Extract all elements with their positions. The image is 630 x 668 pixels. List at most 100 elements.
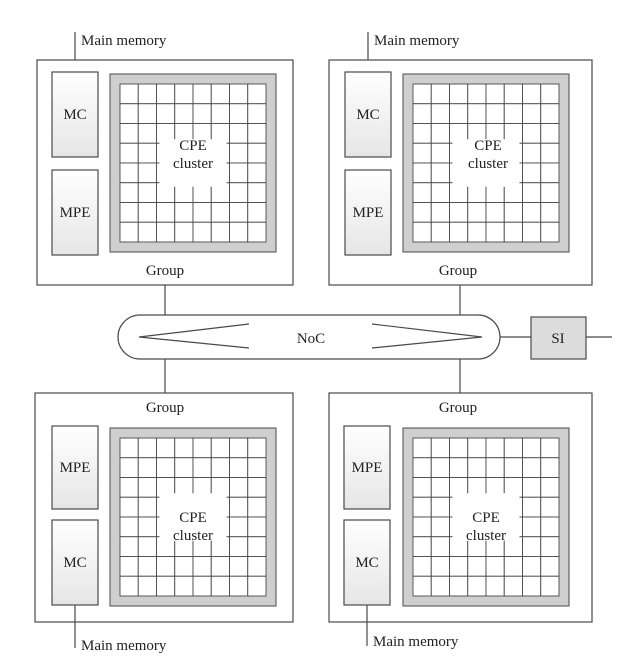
cpe-cell	[174, 457, 194, 478]
cpe-cell	[229, 221, 249, 243]
cpe-label-br-2: cluster	[466, 528, 506, 544]
cpe-cell	[540, 123, 560, 144]
cpe-cell	[467, 437, 487, 459]
cpe-cell	[430, 536, 450, 557]
cpe-cell	[247, 536, 267, 557]
cpe-cell	[412, 221, 432, 243]
cpe-cell	[229, 202, 249, 223]
cpe-cell	[540, 496, 560, 518]
cpe-cell	[119, 202, 139, 223]
cpe-cell	[522, 556, 542, 577]
cpe-cell	[412, 516, 432, 538]
cpe-cell	[247, 575, 267, 597]
cpe-label-bl-2: cluster	[173, 528, 213, 544]
noc-label: NoC	[297, 331, 325, 347]
cpe-cell	[229, 575, 249, 597]
cpe-cell	[430, 123, 450, 144]
cpe-cell	[137, 516, 157, 538]
cpe-cell	[210, 83, 230, 105]
cpe-cell	[467, 457, 487, 478]
cpe-cell	[467, 103, 487, 124]
cpe-cell	[156, 103, 176, 124]
cpe-cell	[430, 556, 450, 577]
cpe-cell	[137, 477, 157, 498]
cpe-cell	[522, 83, 542, 105]
cpe-cell	[119, 477, 139, 498]
cpe-cell	[229, 496, 249, 518]
cpe-cell	[247, 437, 267, 459]
noc: NoC SI	[117, 285, 612, 393]
cpe-cell	[156, 202, 176, 223]
cpe-cell	[229, 536, 249, 557]
cpe-cell	[192, 221, 212, 243]
cpe-cell	[485, 103, 505, 124]
cpe-cell	[229, 437, 249, 459]
cpe-cell	[522, 182, 542, 203]
mc-block-bl	[51, 519, 99, 606]
group-label-br: Group	[439, 400, 477, 416]
cpe-cell	[467, 221, 487, 243]
cpe-cell	[192, 202, 212, 223]
cpe-cell	[522, 575, 542, 597]
cpe-cell	[412, 575, 432, 597]
cpe-cell	[540, 536, 560, 557]
cpe-cell	[174, 103, 194, 124]
cpe-cell	[522, 437, 542, 459]
cpe-cell	[156, 437, 176, 459]
cpe-cell	[229, 162, 249, 184]
cpe-cell	[119, 457, 139, 478]
cpe-cell	[210, 103, 230, 124]
cpe-cell	[119, 162, 139, 184]
mc-block-br	[343, 519, 391, 606]
cpe-cell	[449, 103, 469, 124]
cpe-cell	[430, 457, 450, 478]
cpe-cell	[522, 496, 542, 518]
cpe-cell	[119, 103, 139, 124]
cpe-cell	[229, 142, 249, 164]
cpe-cell	[449, 457, 469, 478]
cpe-cell	[137, 575, 157, 597]
cpe-cell	[485, 221, 505, 243]
cpe-cell	[503, 103, 523, 124]
cpe-cell	[522, 162, 542, 184]
mpe-block-bl	[51, 425, 99, 510]
cpe-cell	[485, 556, 505, 577]
cpe-cell	[430, 83, 450, 105]
cpe-cell	[247, 202, 267, 223]
cpe-cell	[503, 83, 523, 105]
cpe-cell	[247, 496, 267, 518]
cpe-cell	[119, 182, 139, 203]
mc-label-bl: MC	[63, 555, 86, 571]
cpe-cell	[522, 142, 542, 164]
cpe-cell	[137, 556, 157, 577]
cpe-cell	[412, 202, 432, 223]
cpe-cell	[119, 123, 139, 144]
cpe-cell	[540, 182, 560, 203]
cpe-cell	[485, 83, 505, 105]
cpe-cell	[540, 575, 560, 597]
cpe-cell	[412, 437, 432, 459]
noc-chevron-left	[138, 323, 250, 349]
cpe-cluster-br	[402, 427, 570, 607]
cpe-cell	[412, 457, 432, 478]
cpe-cell	[485, 437, 505, 459]
cpe-cluster-tr	[402, 73, 570, 253]
cpe-cell	[119, 575, 139, 597]
cpe-cell	[119, 142, 139, 164]
cpe-cell	[449, 575, 469, 597]
cpe-cell	[247, 142, 267, 164]
cpe-cell	[540, 162, 560, 184]
cpe-cell	[119, 496, 139, 518]
cpe-cell	[156, 575, 176, 597]
cpe-cell	[412, 496, 432, 518]
cpe-cell	[522, 536, 542, 557]
group-label-tr: Group	[439, 263, 477, 279]
cpe-cell	[430, 496, 450, 518]
cpe-cell	[229, 457, 249, 478]
mpe-label-br: MPE	[352, 460, 383, 476]
cpe-cell	[247, 221, 267, 243]
mc-label-tr: MC	[356, 107, 379, 123]
main-memory-label-bl: Main memory	[81, 638, 167, 654]
cpe-cell	[503, 556, 523, 577]
